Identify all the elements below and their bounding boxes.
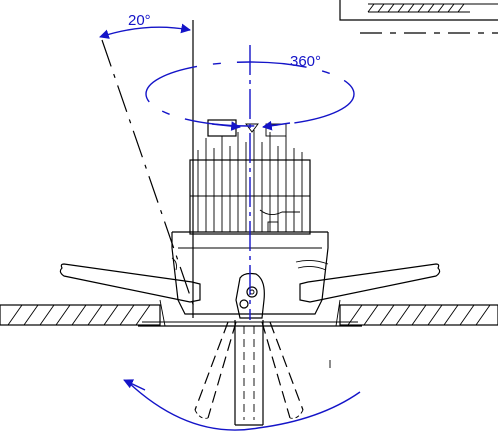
spring-clip-left [59, 263, 201, 327]
heat-sink [189, 119, 311, 235]
tilt-dimension: 20° [99, 12, 191, 39]
centerlines [101, 20, 251, 320]
tilt-angle-label: 20° [128, 12, 151, 29]
spring-clip-right [299, 263, 441, 327]
trim-ring [138, 321, 362, 327]
ceiling-right [339, 304, 498, 326]
rotation-dimension: 360° [145, 53, 355, 131]
ceiling-left [0, 304, 161, 326]
reference-box [339, 0, 498, 34]
light-beam [194, 320, 304, 426]
rotation-angle-label: 360° [290, 53, 321, 70]
swing-arc [123, 360, 361, 431]
